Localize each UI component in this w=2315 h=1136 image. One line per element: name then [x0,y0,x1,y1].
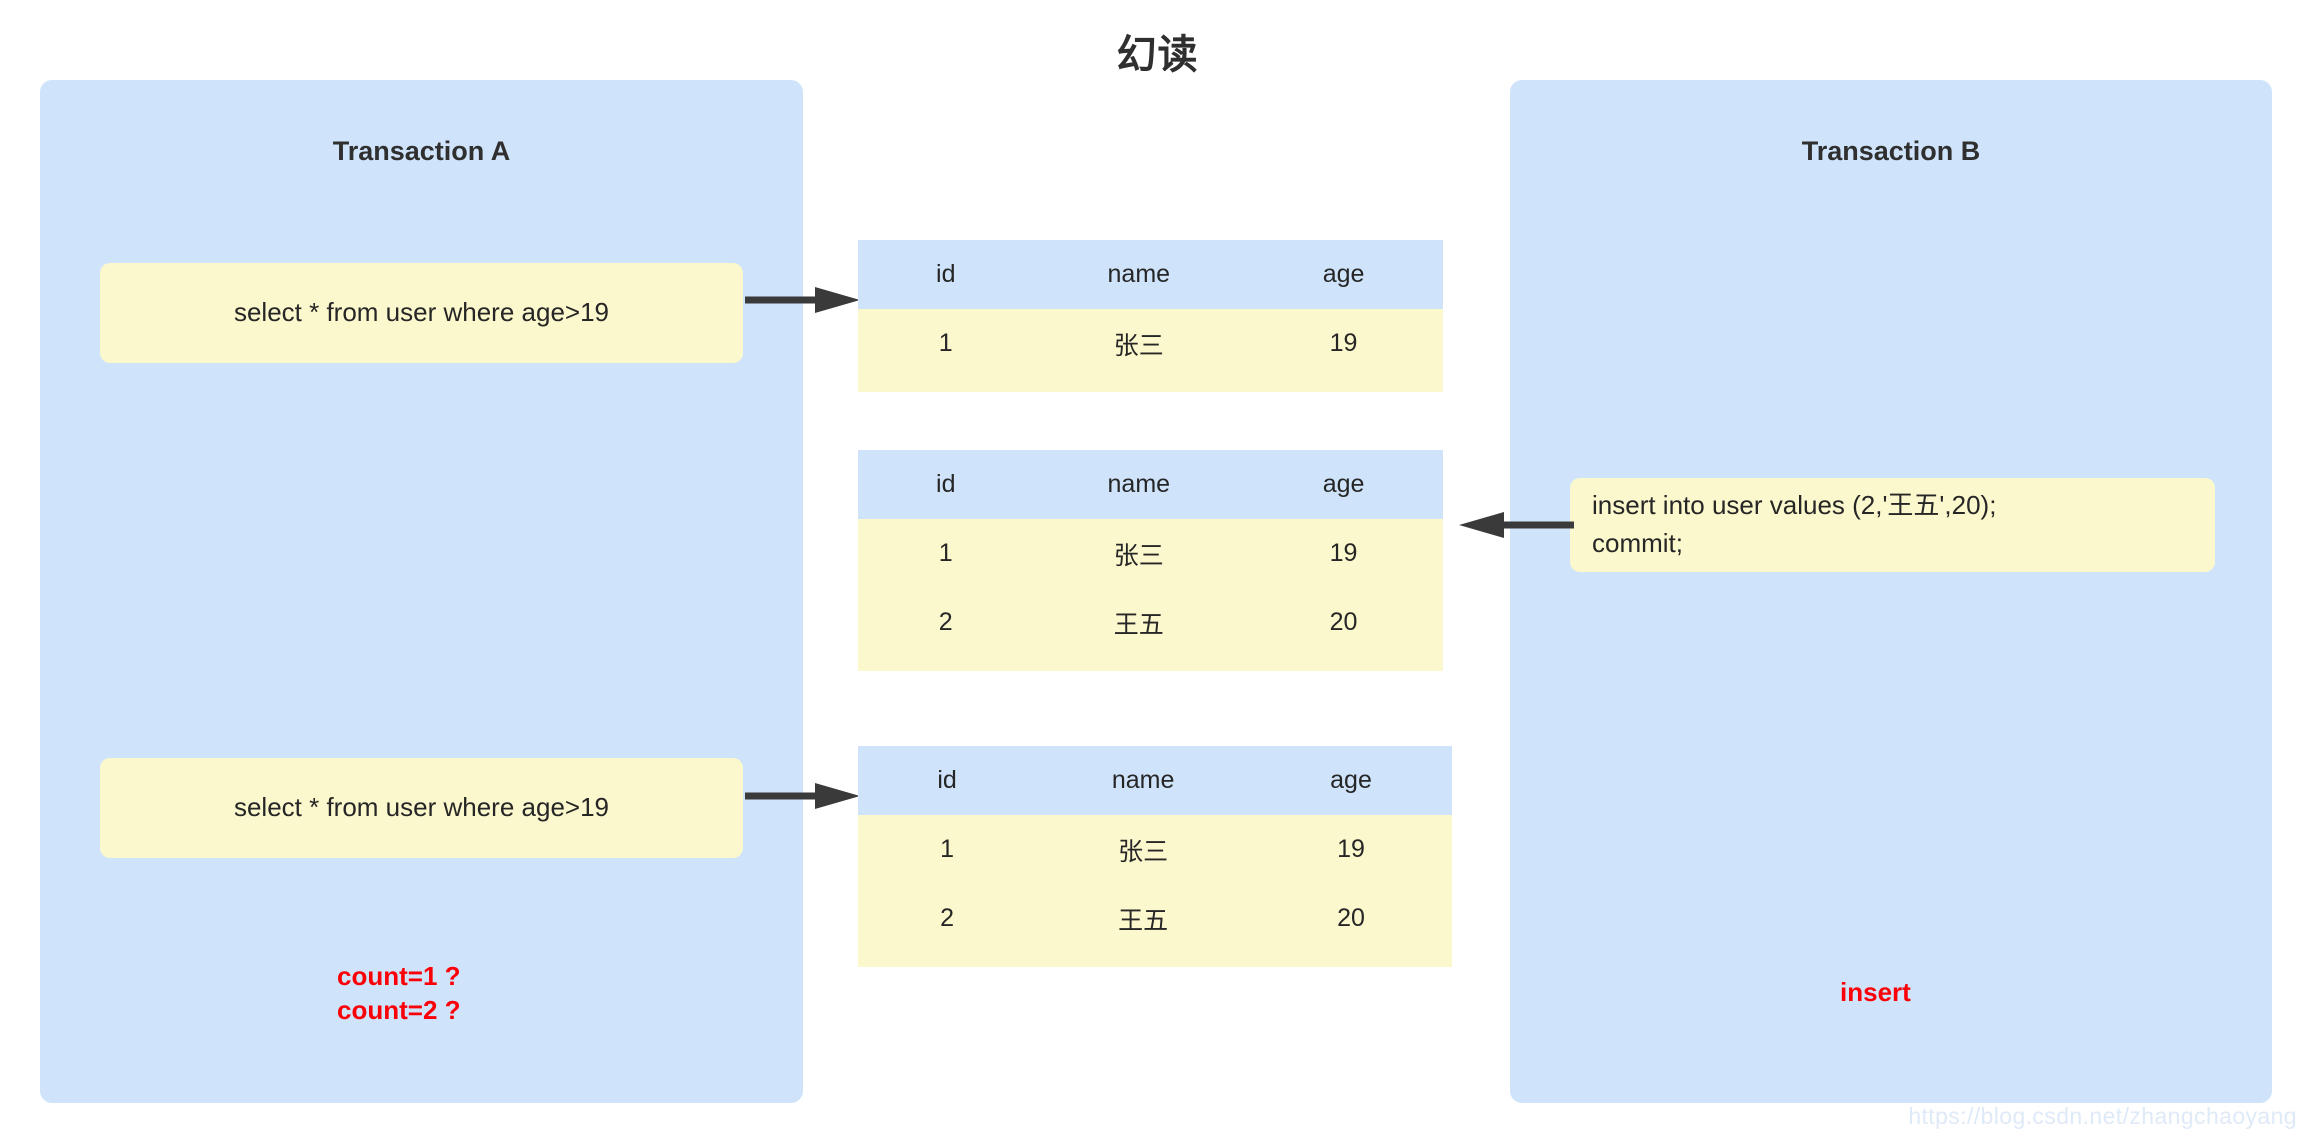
transaction-b-panel: Transaction B [1510,80,2272,1103]
sql-text-select-2: select * from user where age>19 [233,792,610,823]
arrow-select-1-to-table-1-icon [745,287,860,313]
transaction-a-title: Transaction A [332,136,511,166]
sql-box-select-1[interactable]: select * from user where age>19 [100,263,743,363]
column-header-name: name [1111,766,1175,794]
count-question-note: count=1 ? count=2 ? [337,959,461,1028]
column-header-name: name [1107,470,1171,498]
cell-age: 19 [1329,539,1358,567]
result-table-1-grid: id name age 1 张三 19 [858,240,1443,378]
column-header-id: id [936,470,956,498]
sql-box-select-2[interactable]: select * from user where age>19 [100,758,743,858]
sql-box-insert[interactable]: insert into user values (2,'王五',20); com… [1570,478,2215,572]
result-table-2-grid: id name age 1 张三 19 2 王五 20 [858,450,1443,657]
cell-id: 1 [938,329,953,357]
transaction-a-panel: Transaction A [40,80,803,1103]
table-row: 2 王五 20 [858,588,1443,657]
cell-id: 1 [940,835,955,863]
table-row: 1 张三 19 [858,519,1443,588]
cell-age: 19 [1337,835,1365,863]
arrow-insert-to-table-2-icon [1449,512,1574,538]
result-table-1: id name age 1 张三 19 [858,240,1443,392]
table-row: 2 王五 20 [858,884,1452,953]
sql-text-select-1: select * from user where age>19 [233,297,610,328]
arrow-select-2-to-table-3-icon [745,783,860,809]
sql-text-insert-block: insert into user values (2,'王五',20); com… [1592,487,1996,562]
transaction-b-title: Transaction B [1801,136,1981,166]
column-header-age: age [1322,260,1365,288]
cell-name: 张三 [1113,541,1164,570]
count-question-line-1: count=1 ? [337,961,461,991]
table-footer-spacer [858,657,1443,671]
insert-label-note: insert [1840,977,1911,1007]
column-header-id: id [937,766,957,794]
cell-age: 20 [1337,904,1365,932]
count-question-line-2: count=2 ? [337,995,461,1026]
column-header-age: age [1330,766,1372,794]
cell-name: 王五 [1118,906,1169,935]
table-footer-spacer [858,953,1452,967]
table-row: 1 张三 19 [858,815,1452,884]
cell-name: 张三 [1113,331,1164,360]
table-header-row: id name age [858,746,1452,815]
table-header-row: id name age [858,450,1443,519]
result-table-3: id name age 1 张三 19 2 王五 20 [858,746,1452,967]
table-header-row: id name age [858,240,1443,309]
cell-id: 2 [940,904,955,932]
page-title: 幻读 [1116,33,1199,77]
sql-text-insert-line-2: commit; [1592,528,1683,558]
column-header-id: id [936,260,956,288]
column-header-age: age [1322,470,1365,498]
cell-id: 2 [938,608,953,636]
result-table-3-grid: id name age 1 张三 19 2 王五 20 [858,746,1452,953]
table-row: 1 张三 19 [858,309,1443,378]
watermark: https://blog.csdn.net/zhangchaoyang [1908,1103,2297,1129]
cell-name: 王五 [1113,610,1164,639]
cell-age: 19 [1329,329,1358,357]
column-header-name: name [1107,260,1171,288]
sql-text-insert-line-1: insert into user values (2,'王五',20); [1592,490,1997,521]
cell-age: 20 [1329,608,1358,636]
cell-name: 张三 [1118,837,1169,866]
table-footer-spacer [858,378,1443,392]
cell-id: 1 [938,539,953,567]
result-table-2: id name age 1 张三 19 2 王五 20 [858,450,1443,671]
